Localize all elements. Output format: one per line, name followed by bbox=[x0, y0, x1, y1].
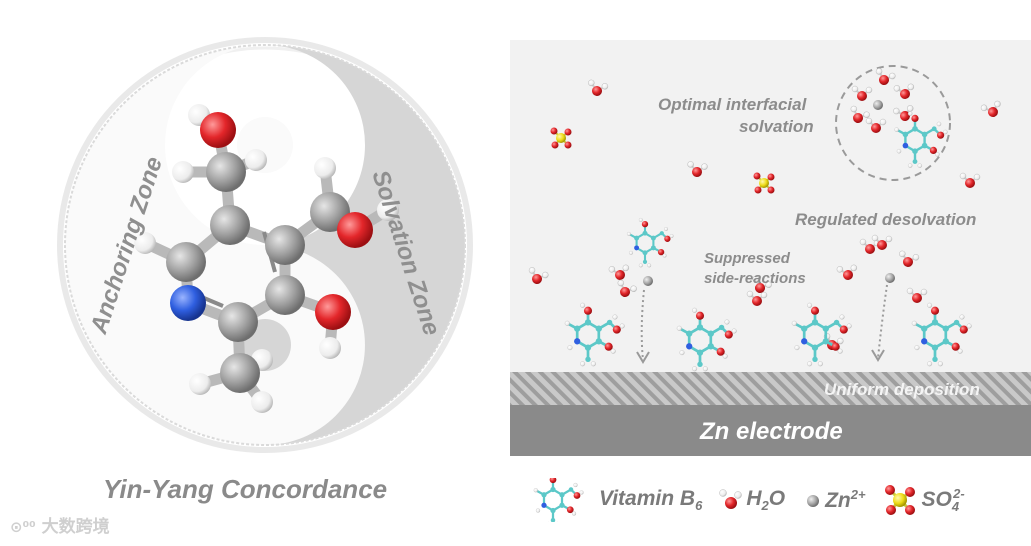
legend-water-label: H2O bbox=[746, 486, 786, 514]
zn-electrode-label: Zn electrode bbox=[700, 418, 843, 445]
optimal-solvation-label-1: Optimal interfacial bbox=[658, 95, 807, 114]
legend-vb6-label: Vitamin B6 bbox=[599, 486, 703, 514]
legend-vb6-molecule bbox=[533, 478, 584, 522]
legend-sulfate-icon bbox=[884, 485, 915, 515]
legend: Vitamin B6 H2O Zn2+ SO42- bbox=[515, 478, 1031, 522]
optimal-solvation-label-2: solvation bbox=[739, 117, 814, 136]
uniform-deposition-label: Uniform deposition bbox=[824, 380, 980, 399]
regulated-desolvation-label: Regulated desolvation bbox=[795, 210, 977, 229]
suppressed-label-2: side-reactions bbox=[704, 270, 806, 287]
legend-zinc-label: Zn2+ bbox=[825, 487, 866, 512]
suppressed-label-1: Suppressed bbox=[704, 250, 790, 267]
watermark: ⊙⁰⁰ 大数跨境 bbox=[10, 517, 110, 537]
yin-yang-title: Yin-Yang Concordance bbox=[103, 474, 388, 504]
legend-vb6-icon bbox=[533, 478, 584, 522]
legend-water-icon bbox=[719, 489, 743, 509]
vitamin-b6-molecule-large bbox=[134, 104, 399, 413]
legend-zinc-icon bbox=[807, 495, 820, 507]
watermark-logo-icon: ⊙⁰⁰ bbox=[10, 518, 36, 536]
legend-sulfate-label: SO42- bbox=[921, 485, 965, 515]
